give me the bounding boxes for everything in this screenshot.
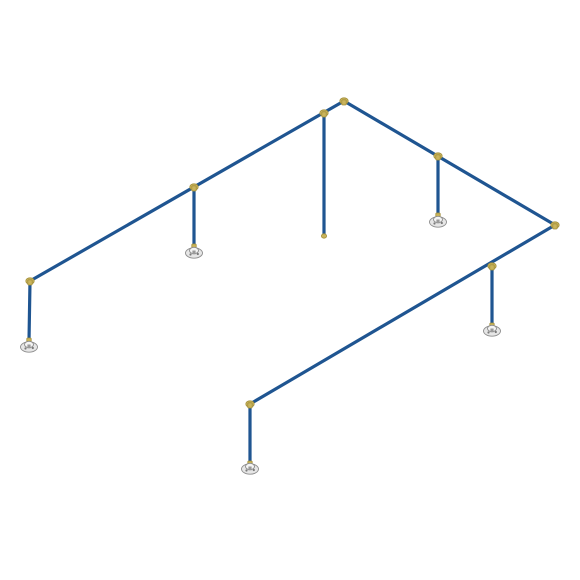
sprinkler-detail [245,469,248,472]
sprinkler-bulb [192,250,196,255]
pipe-fitting [189,183,199,192]
sprinkler-head [20,340,38,353]
pipe-fitting [550,221,560,230]
pipe-fitting [319,109,329,118]
sprinkler-bulb [490,328,494,333]
fitting-body [247,402,253,409]
sprinkler-detail [31,346,34,350]
fitting-body [435,154,441,161]
sprinkler-group [20,215,501,475]
sprinkler-detail [440,221,443,225]
sprinkler-detail [487,331,490,334]
pipe-fitting [487,262,497,271]
sprinkler-head [241,462,259,475]
main-pipe-left-run [28,99,346,283]
main-pipe-lower-run [248,223,557,406]
sprinkler-detail [24,347,27,350]
sprinkler-detail [433,222,436,225]
sprinkler-detail [252,468,255,472]
drop-pipe-left [27,279,32,343]
pipe-fitting [433,152,443,161]
sprinkler-bulb [436,219,440,224]
fitting-body [341,99,347,106]
sprinkler-detail [196,252,199,256]
main-pipe-right-run [342,99,557,227]
fitting-body [27,279,33,286]
sprinkler-head [429,215,447,228]
sprinkler-head [483,324,501,337]
open-pipe-end-cap [320,233,327,239]
sprinkler-bulb [27,344,31,349]
fitting-body [489,264,495,271]
pipe-fitting [245,400,255,409]
pipe-fitting [25,277,35,286]
pipe-fitting [339,97,349,106]
fitting-body [552,223,558,230]
pipe-network [27,99,557,466]
sprinkler-detail [494,330,497,334]
fitting-group [25,97,560,466]
fitting-body [191,185,197,192]
sprinkler-head [185,246,203,259]
sprinkler-detail [189,253,192,256]
sprinkler-bulb [248,466,252,471]
fitting-body [321,111,327,118]
